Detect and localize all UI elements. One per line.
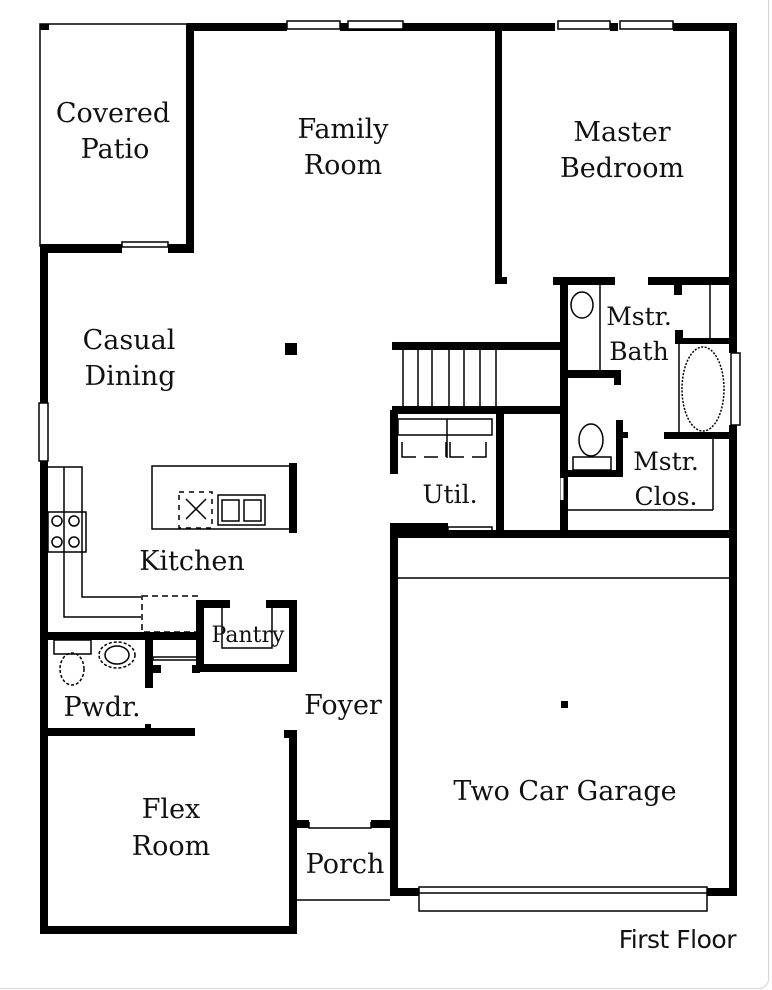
stairs: [402, 350, 497, 406]
toilet-icon: [578, 423, 604, 457]
floor-title: First Floor: [618, 925, 737, 954]
bathtub-icon: [681, 346, 725, 432]
toilet-icon: [59, 652, 85, 686]
label-covered-patio-2: Patio: [81, 134, 150, 165]
label-flex-room-2: Room: [132, 831, 210, 862]
label-mstr-bath-1: Mstr.: [606, 302, 672, 331]
sink-icon: [98, 641, 136, 669]
label-family-room-2: Room: [304, 150, 382, 181]
interior-walls: [40, 28, 737, 934]
label-mstr-clos-2: Clos.: [635, 482, 698, 511]
label-mstr-clos-1: Mstr.: [633, 447, 699, 476]
room-labels: Covered Patio Family Room Master Bedroom…: [56, 98, 699, 880]
label-two-car-garage: Two Car Garage: [453, 776, 676, 807]
kitchen-sink-icon: [217, 494, 266, 526]
window: [557, 20, 611, 30]
column: [561, 701, 568, 708]
label-casual-dining-1: Casual: [83, 325, 176, 356]
window: [38, 402, 49, 462]
window: [286, 20, 341, 30]
label-kitchen: Kitchen: [139, 546, 245, 577]
garage-door: [418, 886, 708, 912]
exterior-walls: [38, 20, 741, 934]
sink-icon: [570, 291, 594, 319]
label-foyer: Foyer: [304, 690, 382, 721]
label-mstr-bath-2: Bath: [609, 337, 668, 366]
cooktop-icon: [47, 511, 87, 553]
label-covered-patio-1: Covered: [56, 98, 170, 129]
label-pantry: Pantry: [212, 623, 285, 648]
label-pwdr: Pwdr.: [63, 692, 140, 723]
column: [285, 343, 297, 355]
window: [619, 20, 674, 30]
label-master-bedroom-1: Master: [573, 117, 670, 148]
label-master-bedroom-2: Bedroom: [560, 153, 684, 184]
label-flex-room-1: Flex: [142, 794, 201, 825]
window: [730, 352, 741, 426]
label-casual-dining-2: Dining: [85, 361, 176, 392]
label-family-room-1: Family: [297, 114, 389, 145]
label-porch: Porch: [306, 849, 385, 880]
refrigerator: [141, 595, 199, 633]
window: [347, 20, 404, 30]
label-util: Util.: [422, 480, 477, 509]
